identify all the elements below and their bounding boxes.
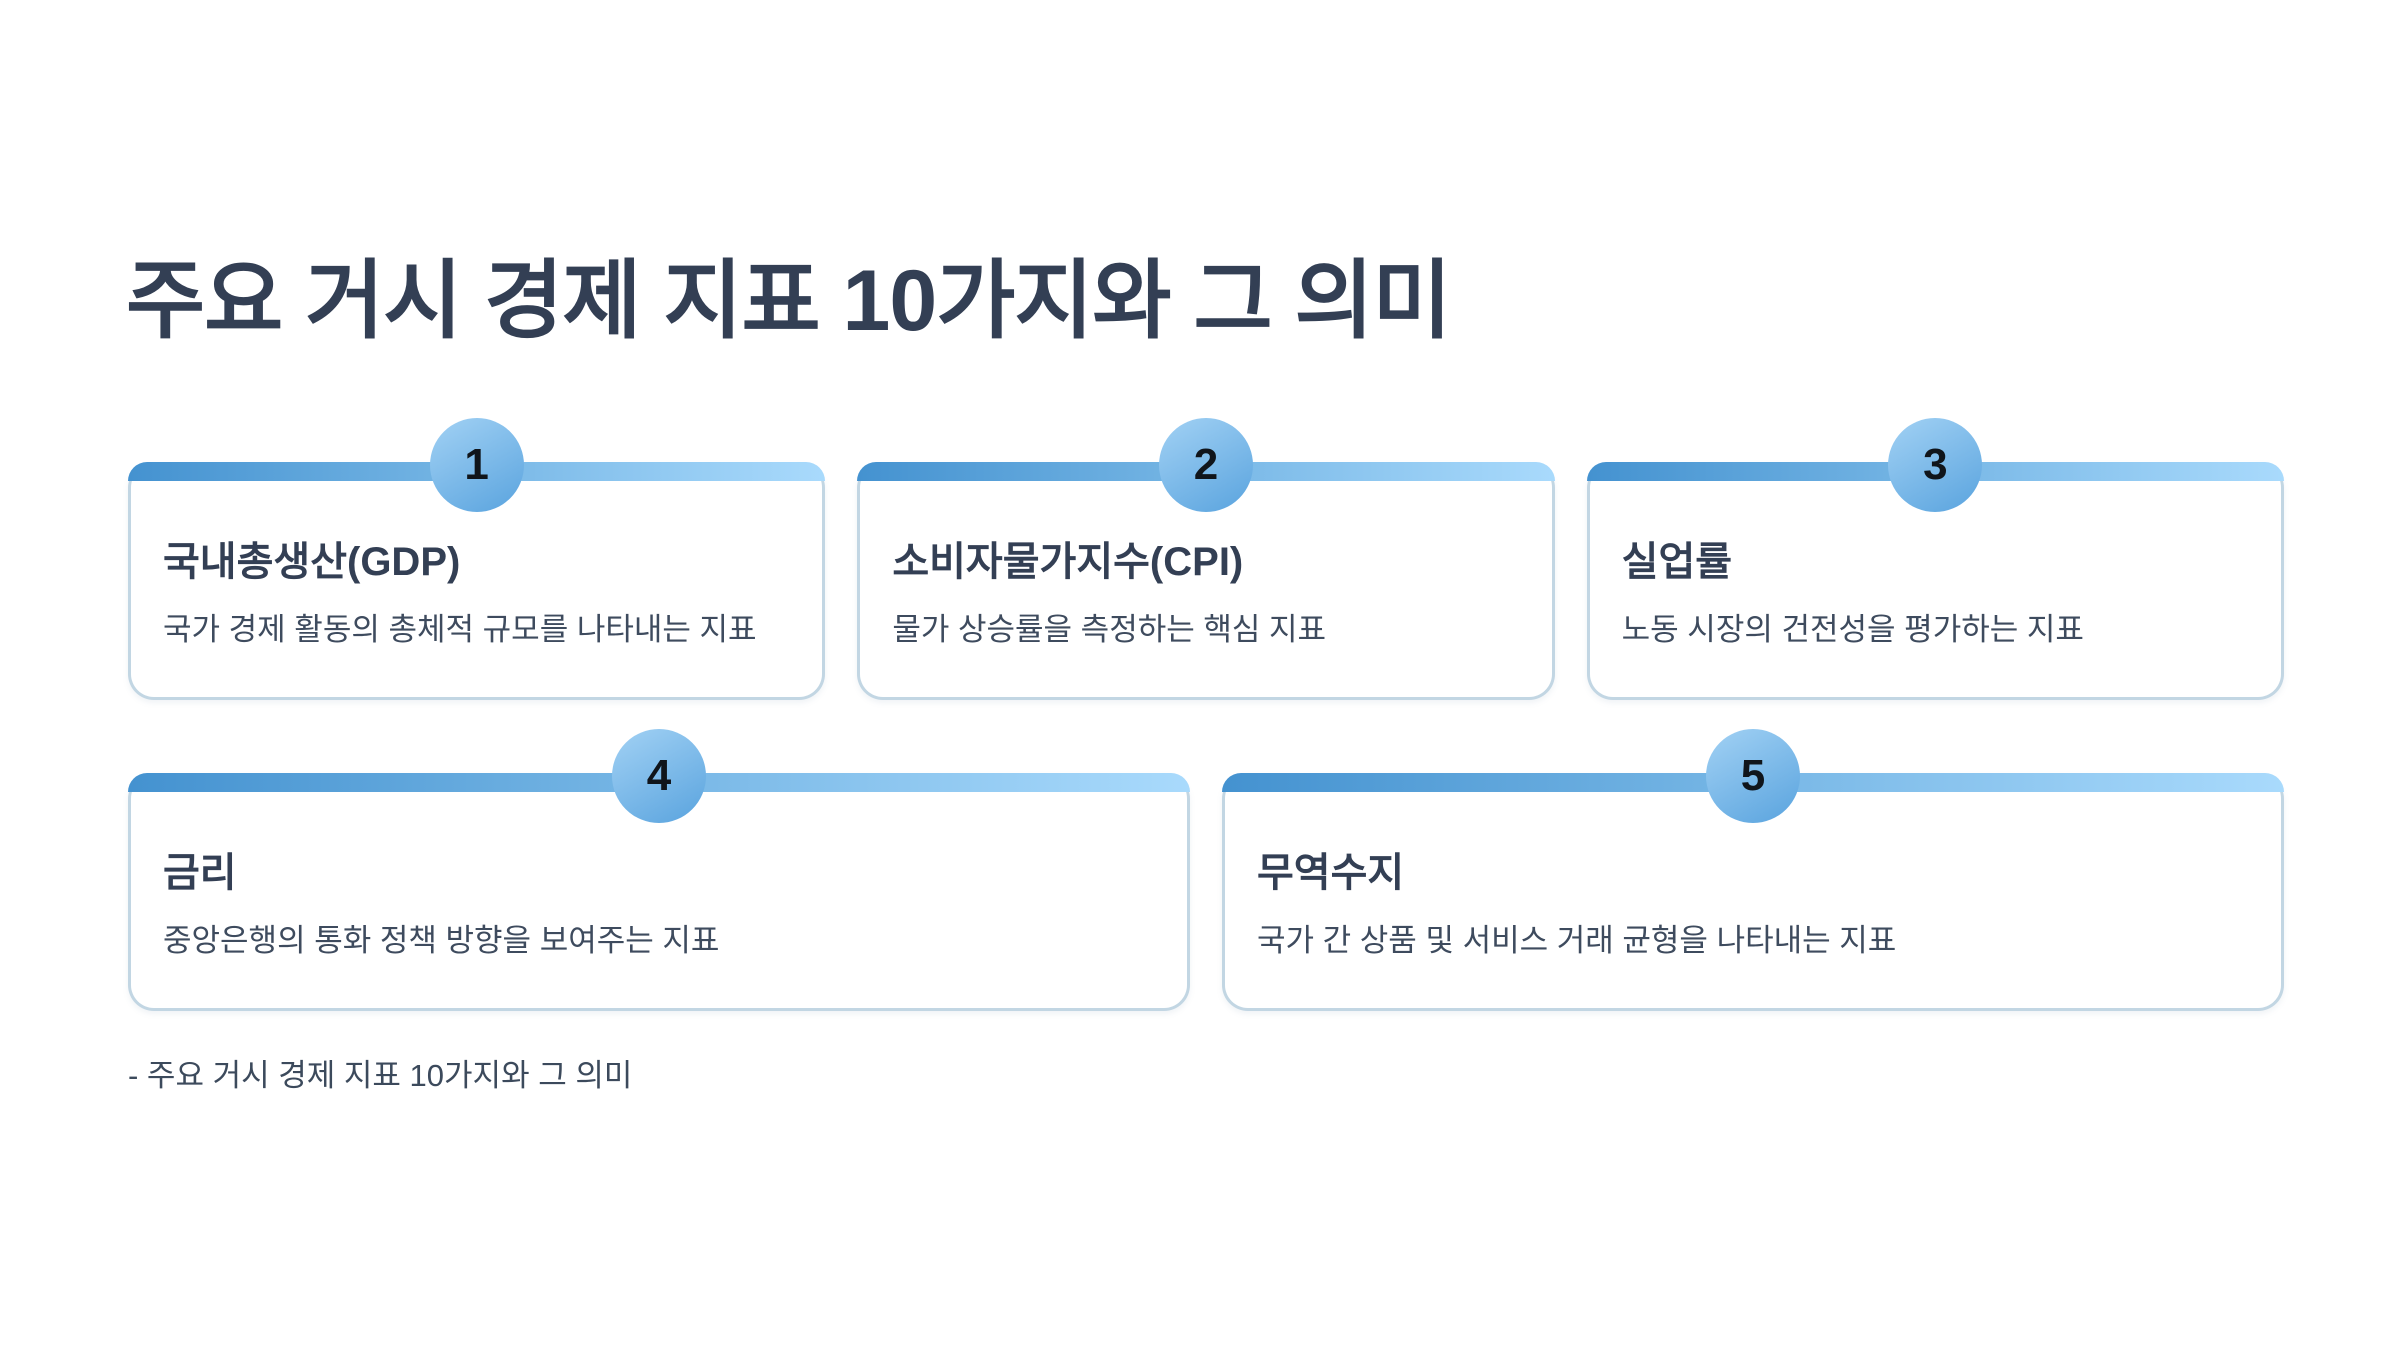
card-title: 무역수지	[1257, 851, 1405, 895]
card-description: 중앙은행의 통화 정책 방향을 보여주는 지표	[163, 923, 720, 958]
page-title: 주요 거시 경제 지표 10가지와 그 의미	[126, 253, 1452, 349]
number-badge: 2	[1158, 418, 1253, 512]
card-description: 국가 경제 활동의 총체적 규모를 나타내는 지표	[163, 612, 757, 647]
indicator-card-interest-rate: 4 금리 중앙은행의 통화 정책 방향을 보여주는 지표	[128, 729, 1190, 1011]
number-badge: 4	[612, 729, 706, 823]
indicator-card-trade-balance: 5 무역수지 국가 간 상품 및 서비스 거래 균형을 나타내는 지표	[1222, 729, 2284, 1011]
card-title: 금리	[163, 851, 237, 895]
number-badge: 5	[1706, 729, 1800, 823]
indicator-card-cpi: 2 소비자물가지수(CPI) 물가 상승률을 측정하는 핵심 지표	[857, 418, 1555, 700]
badge-number: 5	[1740, 751, 1766, 800]
badge-number: 3	[1923, 440, 1948, 489]
badge-number: 2	[1193, 440, 1219, 489]
indicator-card-unemployment: 3 실업률 노동 시장의 건전성을 평가하는 지표	[1586, 418, 2284, 700]
indicator-card-gdp: 1 국내총생산(GDP) 국가 경제 활동의 총체적 규모를 나타내는 지표	[128, 418, 826, 700]
card-description: 국가 간 상품 및 서비스 거래 균형을 나타내는 지표	[1257, 923, 1897, 958]
card-title: 소비자물가지수(CPI)	[892, 540, 1244, 584]
card-description: 물가 상승률을 측정하는 핵심 지표	[892, 612, 1327, 647]
footer-caption: - 주요 거시 경제 지표 10가지와 그 의미	[128, 1058, 633, 1093]
badge-number: 1	[464, 440, 489, 489]
number-badge: 3	[1888, 418, 1983, 512]
number-badge: 1	[429, 418, 524, 512]
card-description: 노동 시장의 건전성을 평가하는 지표	[1621, 612, 2084, 647]
indicator-row-bottom: 4 금리 중앙은행의 통화 정책 방향을 보여주는 지표 5 무역수지 국가 간…	[128, 729, 2284, 1011]
badge-number: 4	[646, 751, 672, 800]
indicator-row-top: 1 국내총생산(GDP) 국가 경제 활동의 총체적 규모를 나타내는 지표 2…	[128, 418, 2284, 700]
card-title: 실업률	[1621, 540, 1733, 584]
card-title: 국내총생산(GDP)	[163, 540, 461, 584]
